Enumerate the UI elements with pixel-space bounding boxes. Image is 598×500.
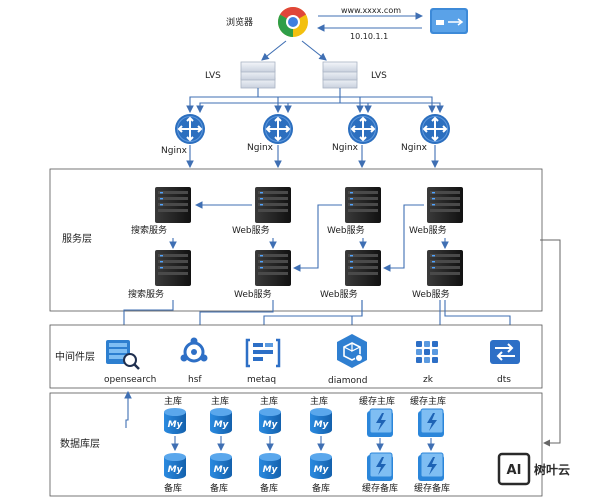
- cache-slave-label-2: 缓存备库: [414, 482, 450, 494]
- nginx-icon-3: [347, 113, 379, 145]
- mysql-slave-label-3: 备库: [260, 482, 278, 494]
- mysql-master-label-2: 主库: [211, 395, 229, 407]
- service-layer-title: 服务层: [62, 232, 92, 245]
- mysql-slave-icon-4: [310, 453, 332, 479]
- mysql-group-2: 主库 备库: [210, 395, 232, 494]
- hsf-icon: [180, 337, 208, 363]
- mysql-slave-label-4: 备库: [312, 482, 330, 494]
- metaq-icon: [245, 338, 281, 368]
- web-server-bottom-2: [345, 250, 381, 286]
- search-server-bottom: [155, 250, 191, 286]
- dns-router-icon: [430, 8, 468, 34]
- mysql-master-icon-4: [310, 408, 332, 434]
- web-server-top-2: [345, 187, 381, 223]
- zookeeper-icon: [416, 341, 438, 363]
- nginx-icon-4: [419, 113, 451, 145]
- mysql-master-icon-2: [210, 408, 232, 434]
- cache-master-label-2: 缓存主库: [410, 395, 446, 407]
- mysql-master-icon-1: [164, 408, 186, 434]
- mysql-slave-icon-1: [164, 453, 186, 479]
- middleware-label-dts: dts: [497, 375, 511, 385]
- watermark: AI 树叶云: [497, 452, 570, 486]
- lvs-server-2: [322, 61, 358, 89]
- service-label-bottom-1: 搜索服务: [128, 288, 164, 300]
- middleware-label-diamond: diamond: [328, 376, 367, 386]
- mysql-group-4: 主库 备库: [310, 395, 332, 494]
- mysql-master-icon-3: [259, 408, 281, 434]
- search-server-top: [155, 187, 191, 223]
- dns-domain: www.xxxx.com: [341, 6, 401, 15]
- mysql-group-1: 主库 备库: [164, 395, 186, 494]
- cache-slave-label-1: 缓存备库: [362, 482, 398, 494]
- web-server-top-1: [255, 187, 291, 223]
- middleware-layer-title: 中间件层: [55, 350, 95, 363]
- middleware-label-opensearch: opensearch: [104, 375, 156, 385]
- web-server-top-3: [427, 187, 463, 223]
- nginx-icon-1: [174, 113, 206, 145]
- watermark-text: 树叶云: [534, 462, 570, 477]
- cache-group-1: 缓存主库 缓存备库: [359, 395, 398, 494]
- lvs-server-1: [240, 61, 276, 89]
- diamond-icon: [337, 334, 367, 368]
- service-label-bottom-4: Web服务: [412, 288, 450, 300]
- web-server-bottom-3: [427, 250, 463, 286]
- service-label-top-4: Web服务: [409, 224, 447, 236]
- database-layer-box: [49, 392, 543, 497]
- mysql-master-label-3: 主库: [260, 395, 278, 407]
- nginx-label-2: Nginx: [247, 143, 274, 153]
- service-label-bottom-2: Web服务: [234, 288, 272, 300]
- chrome-icon: [277, 6, 308, 38]
- middleware-label-hsf: hsf: [188, 375, 202, 385]
- lvs-label-1: LVS: [205, 71, 221, 81]
- cache-slave-icon-2: [417, 452, 445, 482]
- opensearch-icon: [106, 340, 140, 370]
- mysql-slave-label-1: 备库: [164, 482, 182, 494]
- lvs-label-2: LVS: [371, 71, 387, 81]
- lvs-to-nginx-links: [186, 88, 444, 114]
- service-links: [169, 201, 561, 447]
- mysql-slave-icon-3: [259, 453, 281, 479]
- service-label-top-1: 搜索服务: [131, 224, 167, 236]
- mysql-slave-label-2: 备库: [210, 482, 228, 494]
- cache-slave-icon-1: [366, 452, 394, 482]
- mysql-group-3: 主库 备库: [259, 395, 281, 494]
- cache-master-label-1: 缓存主库: [359, 395, 395, 407]
- service-label-bottom-3: Web服务: [320, 288, 358, 300]
- service-label-top-3: Web服务: [327, 224, 365, 236]
- mysql-slave-icon-2: [210, 453, 232, 479]
- dts-icon: [490, 340, 520, 364]
- service-label-top-2: Web服务: [232, 224, 270, 236]
- middleware-label-metaq: metaq: [247, 375, 276, 385]
- watermark-logo-icon: [497, 452, 531, 486]
- mysql-master-label-1: 主库: [164, 395, 182, 407]
- cache-master-icon-2: [417, 408, 445, 438]
- mysql-master-label-4: 主库: [310, 395, 328, 407]
- browser-label: 浏览器: [226, 16, 253, 28]
- nginx-label-4: Nginx: [401, 143, 428, 153]
- nginx-label-3: Nginx: [332, 143, 359, 153]
- web-server-bottom-1: [255, 250, 291, 286]
- middleware-label-zk: zk: [423, 375, 434, 385]
- watermark-logo-text: AI: [507, 463, 522, 478]
- database-layer-title: 数据库层: [60, 437, 100, 450]
- dns-ip: 10.10.1.1: [350, 32, 388, 41]
- service-layer-box: [49, 168, 543, 312]
- cache-master-icon-1: [366, 408, 394, 438]
- nginx-label-1: Nginx: [161, 146, 188, 156]
- cache-group-2: 缓存主库 缓存备库: [410, 395, 450, 494]
- nginx-icon-2: [262, 113, 294, 145]
